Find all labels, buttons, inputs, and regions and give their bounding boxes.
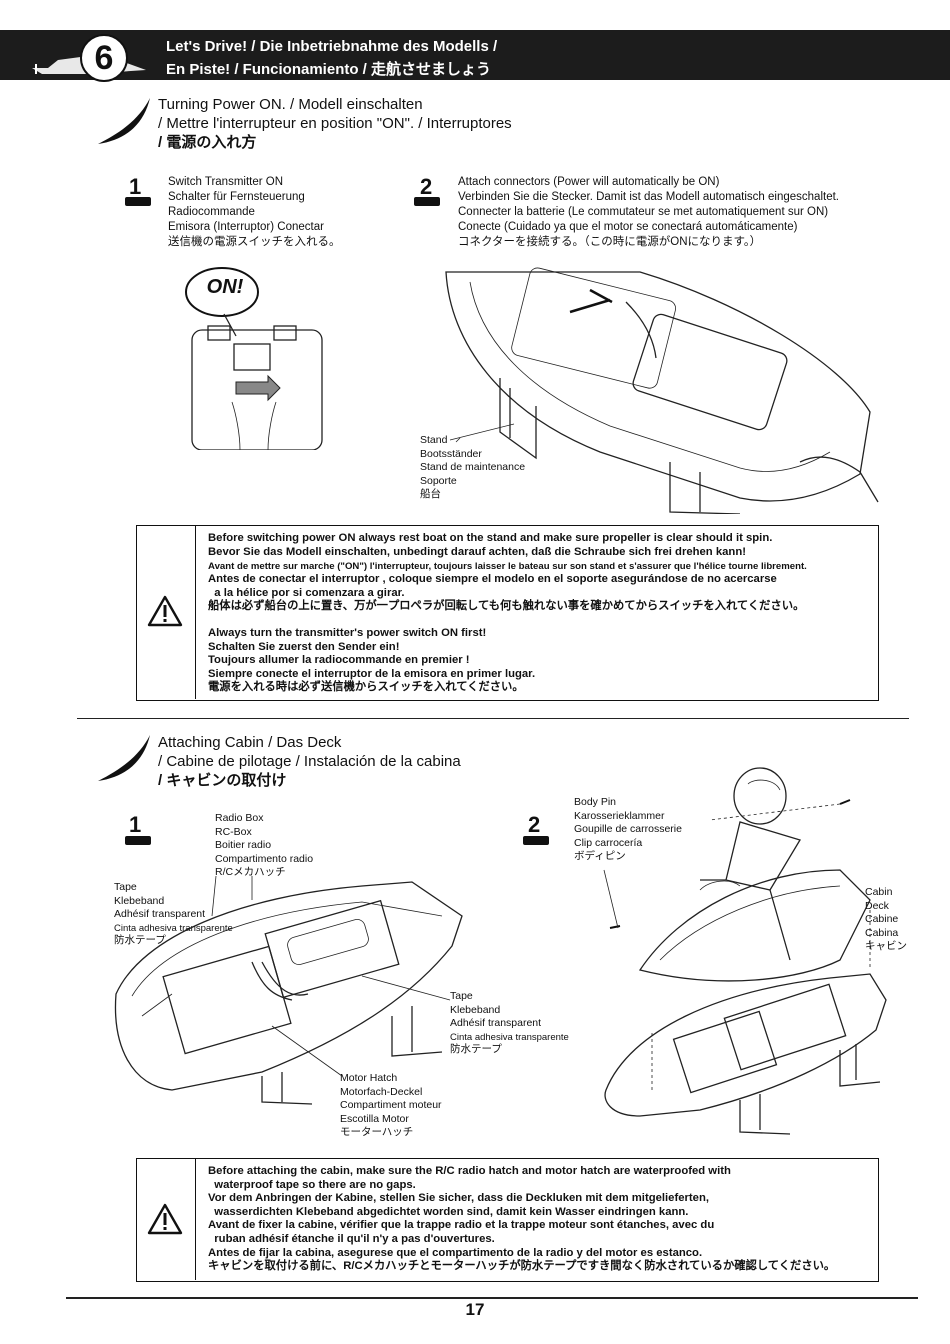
footer-rule: [66, 1297, 918, 1299]
tape-left-label: Tape Klebeband Adhésif transparent: [114, 881, 206, 920]
section2-title-line3: / キャビンの取付け: [158, 772, 287, 789]
cabin-attach-illustration: [603, 767, 887, 1135]
on-callout: ON!: [206, 276, 244, 298]
section2-title-line1: Attaching Cabin / Das Deck: [158, 734, 342, 751]
section1-title-line2: / Mettre l'interrupteur en position "ON"…: [158, 115, 512, 132]
tape-left-label-jp: 防水テープ: [114, 934, 166, 946]
warning-icon: [147, 1203, 183, 1235]
tape-right-label-es: Cinta adhesiva transparente: [450, 1032, 569, 1043]
warning1-text2: Avant de mettre sur marche ("ON") l'inte…: [208, 561, 807, 572]
step-number-badge: 6: [80, 34, 128, 82]
step1-number: 1: [129, 174, 142, 199]
step1-instructions: Switch Transmitter ON Schalter für Ferns…: [168, 176, 341, 248]
section1-title-line1: Turning Power ON. / Modell einschalten: [158, 96, 423, 113]
section-header-bar: [0, 30, 950, 80]
transmitter-illustration: [185, 267, 323, 450]
header-title-line2: En Piste! / Funcionamiento / 走航させましょう: [166, 61, 492, 78]
stand-label: Stand Bootsständer Stand de maintenance …: [420, 434, 526, 500]
section2-title-line2: / Cabine de pilotage / Instalación de la…: [158, 753, 461, 770]
step-marker: [414, 197, 440, 206]
tape-right-label: Tape Klebeband Adhésif transparent: [450, 990, 542, 1029]
swoosh-icon: [98, 735, 150, 781]
warning1-text1: Before switching power ON always rest bo…: [208, 532, 773, 558]
step-marker: [523, 836, 549, 845]
step2-number: 2: [420, 174, 433, 199]
tape-left-label-es: Cinta adhesiva transparente: [114, 923, 233, 934]
radio-box-label: Radio Box RC-Box Boitier radio Compartim…: [215, 812, 314, 878]
warning1-text4: Always turn the transmitter's power swit…: [208, 627, 536, 694]
warning-icon-cell: [137, 1159, 196, 1280]
header-title-line1: Let's Drive! / Die Inbetriebnahme des Mo…: [166, 38, 498, 55]
section1-title-line3: / 電源の入れ方: [158, 134, 257, 151]
step1-number: 1: [129, 812, 142, 837]
warning-icon-cell: [137, 526, 196, 699]
cabin-label: Cabin Deck Cabine Cabina キャビン: [865, 886, 907, 952]
warning-icon: [147, 595, 183, 627]
warning2-text: Before attaching the cabin, make sure th…: [208, 1165, 836, 1273]
step-marker: [125, 197, 151, 206]
tape-right-label-jp: 防水テープ: [450, 1043, 502, 1055]
motor-hatch-label: Motor Hatch Motorfach-Deckel Compartimen…: [340, 1072, 442, 1138]
step2-instructions: Attach connectors (Power will automatica…: [458, 176, 839, 248]
warning1-text3: Antes de conectar el interruptor , coloq…: [208, 573, 805, 613]
swoosh-icon: [98, 98, 150, 144]
step2-number: 2: [528, 812, 541, 837]
body-pin-label: Body Pin Karosserieklammer Goupille de c…: [574, 796, 682, 862]
page-number: 17: [465, 1300, 485, 1319]
stand-leader-line: [449, 423, 515, 441]
section-divider: [77, 718, 909, 719]
warning-box: [136, 1158, 879, 1282]
boat-on-stand-illustration: [445, 267, 879, 514]
step-marker: [125, 836, 151, 845]
warning-box: [136, 525, 879, 701]
hull-open-illustration: [114, 876, 463, 1105]
